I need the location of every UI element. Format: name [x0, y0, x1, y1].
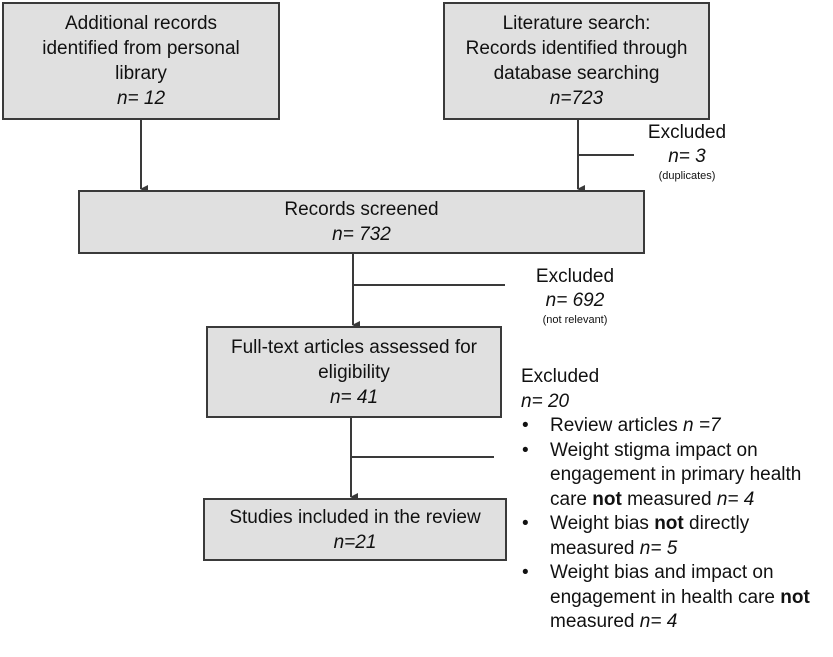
reason-count: n= 5	[639, 537, 678, 559]
box-line: identified from personal	[42, 38, 240, 59]
excluded-count: n= 3	[668, 146, 706, 167]
box-count: n= 732	[332, 224, 391, 245]
reason-text: directly measured	[550, 513, 750, 559]
reason-count: n= 4	[639, 611, 678, 632]
reason-text: Weight bias and impact on engagement in …	[550, 562, 781, 608]
box-line: eligibility	[318, 361, 390, 383]
box-records-screened: Records screened n= 732	[78, 190, 645, 254]
reason-count: n =7	[683, 415, 721, 436]
reason-text: Weight stigma impact on engagement in pr…	[550, 439, 802, 510]
exclusion-reason: Weight bias not directly measured n= 5	[521, 512, 833, 561]
reason-emphasis: not	[592, 488, 622, 510]
box-line: Literature search:	[502, 13, 651, 34]
excluded-label: Excluded	[521, 366, 600, 387]
excluded-label: Excluded	[535, 266, 615, 287]
box-count: n=21	[333, 531, 377, 553]
reason-text: measured	[550, 611, 640, 632]
exclusion-reason: Weight bias and impact on engagement in …	[521, 561, 833, 635]
excluded-label: Excluded	[647, 122, 727, 143]
box-line: Records screened	[284, 199, 439, 220]
excluded-full-text: Excluded n= 20 Review articles n =7 Weig…	[521, 365, 833, 635]
reason-count: n= 4	[716, 488, 755, 510]
exclusion-reasons: Review articles n =7 Weight stigma impac…	[521, 414, 833, 635]
box-personal-library: Additional records identified from perso…	[2, 2, 280, 120]
excluded-count: n= 20	[521, 390, 570, 412]
box-count: n=723	[549, 88, 604, 109]
reason-text: Weight bias	[550, 513, 655, 534]
excluded-count: n= 692	[545, 290, 605, 311]
exclusion-reason: Weight stigma impact on engagement in pr…	[521, 439, 833, 513]
reason-text: Review articles	[550, 415, 684, 436]
box-line: Records identified through	[465, 38, 688, 59]
box-line: library	[115, 63, 167, 84]
box-literature-search: Literature search: Records identified th…	[443, 2, 710, 120]
excluded-reason: (duplicates)	[658, 170, 716, 182]
box-studies-included: Studies included in the review n=21	[203, 498, 507, 561]
box-count: n= 41	[329, 386, 379, 408]
box-line: Full-text articles assessed for	[230, 336, 478, 358]
exclusion-reason: Review articles n =7	[521, 414, 833, 439]
excluded-reason: (not relevant)	[542, 314, 608, 326]
excluded-duplicates: Excluded n= 3 (duplicates)	[636, 121, 738, 183]
box-line: Additional records	[64, 13, 218, 34]
reason-emphasis: not	[654, 513, 684, 534]
box-count: n= 12	[116, 88, 166, 109]
reason-emphasis: not	[780, 586, 810, 608]
box-line: database searching	[493, 63, 660, 84]
box-full-text-assessed: Full-text articles assessed for eligibil…	[206, 326, 502, 418]
box-line: Studies included in the review	[229, 506, 481, 528]
reason-text: measured	[621, 488, 717, 510]
excluded-not-relevant: Excluded n= 692 (not relevant)	[520, 265, 630, 327]
